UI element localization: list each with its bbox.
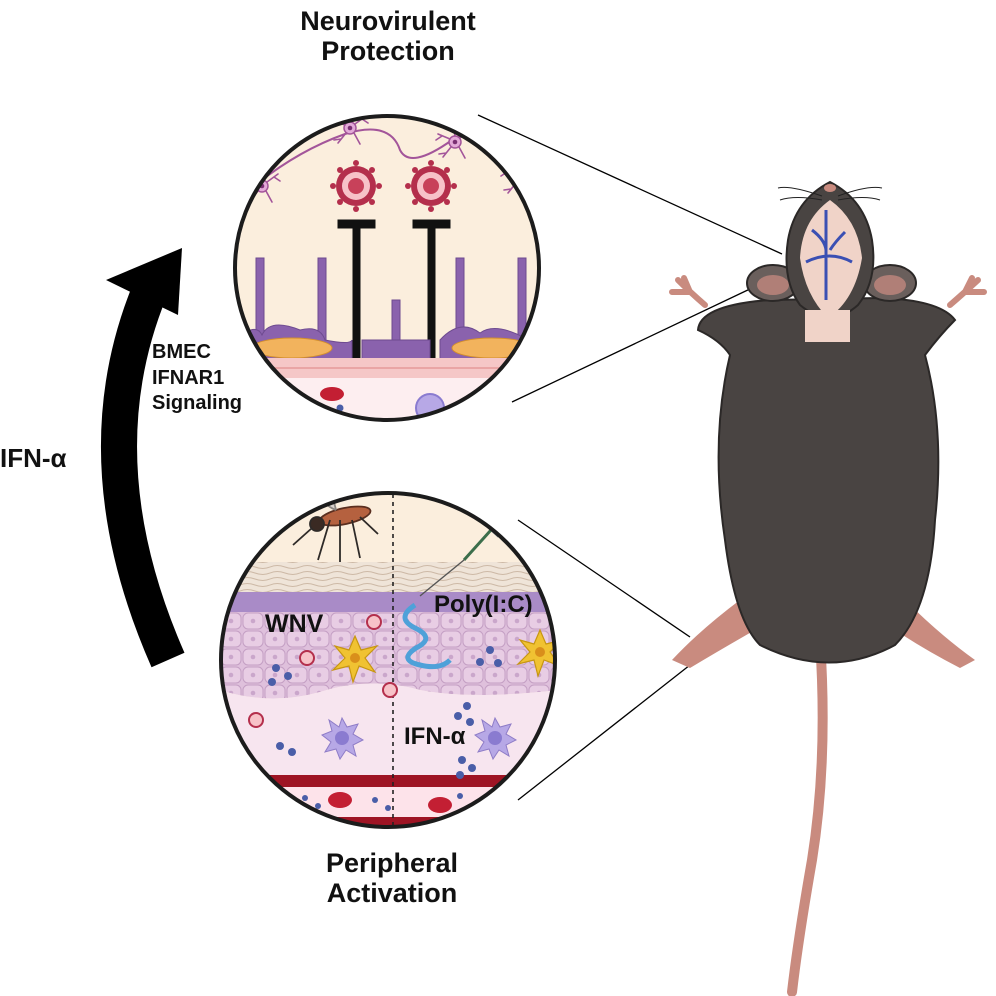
arrow-head <box>106 248 182 315</box>
arrow-side-label: BMEC IFNAR1 Signaling <box>152 340 252 417</box>
ifn-alpha-panel-label: IFN-α <box>404 723 466 750</box>
mouse-illustration <box>669 180 987 996</box>
bottom-title-line-1: Peripheral <box>325 848 459 878</box>
zoom-circle-border <box>219 491 557 829</box>
cerebral-vessels <box>805 210 853 300</box>
bottom-title: Peripheral Activation <box>292 848 492 908</box>
skin-zoom-panel <box>219 491 557 829</box>
arrow-side-label-line-1: BMEC <box>152 341 211 363</box>
poly-ic-label: Poly(I:C) <box>434 591 533 618</box>
poly-ic-rna <box>402 602 452 670</box>
wnv-label: WNV <box>265 610 324 638</box>
ifn-alpha-arrow <box>100 248 185 668</box>
top-title: Neurovirulent Protection <box>288 6 488 66</box>
mouse-tail <box>787 635 828 996</box>
bbb-zoom-panel <box>233 114 541 422</box>
arrow-side-label-line-2: IFNAR1 <box>152 366 225 389</box>
left-arrow-label: IFN-α <box>0 443 67 473</box>
red-blood-cell <box>328 792 452 813</box>
zoom-lines <box>477 114 783 801</box>
bottom-title-line-2: Activation <box>326 878 458 909</box>
mouse-body <box>696 296 957 664</box>
arrow-side-label-line-3: Signaling <box>152 392 242 415</box>
top-title-line-1: Neurovirulent <box>300 6 476 36</box>
zoom-circle-border <box>233 114 541 422</box>
wnv-particle <box>248 614 398 728</box>
top-title-line-2: Protection <box>321 36 455 67</box>
